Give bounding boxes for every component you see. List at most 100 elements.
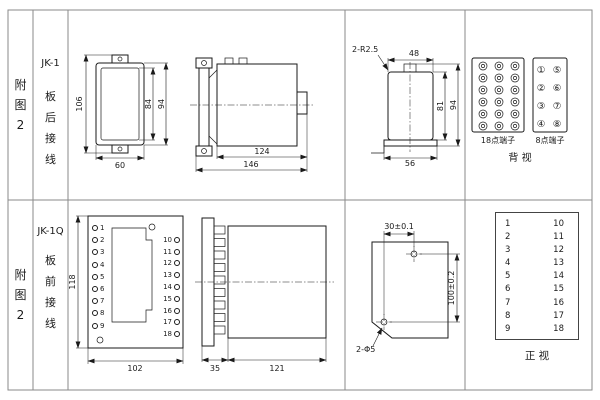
terminal-block-8 — [532, 57, 568, 133]
wiring-label-row1: 板 后 接 线 — [45, 90, 56, 166]
hole-centerlines — [376, 246, 422, 330]
table-number: 2 — [505, 232, 511, 243]
dim-label-panel-width: 102 — [127, 364, 142, 373]
dim-label-hole-pitch-y: 100±0.2 — [447, 271, 456, 306]
extension-lines — [84, 54, 168, 160]
panel-terminal-left: 5 — [92, 271, 110, 283]
row2-panel-front-view: 118 102 — [68, 215, 184, 373]
terminal-screw — [478, 121, 488, 131]
terminal-screw — [481, 112, 485, 116]
case-contour — [111, 227, 153, 323]
terminal-screw — [494, 109, 504, 119]
row1-side-view: 124 146 — [190, 57, 314, 173]
row1-terminal-rear-view: ① ⑤ ② ⑥ ③ ⑦ ④ ⑧ 18点端子 8点端子 背 视 — [471, 57, 568, 164]
terminal-stud — [213, 263, 226, 272]
panel-terminal-right: 13 — [154, 269, 180, 281]
top-stud-1 — [224, 57, 234, 65]
case-inner-outline — [100, 67, 140, 141]
panel-terminal-left: 1 — [92, 222, 110, 234]
terminal-screw — [513, 124, 517, 128]
table-number: 11 — [553, 232, 564, 243]
row2-side-view: 35 121 — [195, 217, 334, 373]
terminal-stud — [213, 250, 226, 260]
callout-leader — [372, 327, 383, 347]
table-number: 16 — [553, 297, 564, 308]
terminal-screw — [494, 121, 504, 131]
terminal-point: ⑤ — [553, 65, 562, 76]
terminal-18-screw-grid — [478, 61, 520, 131]
dim-label-depth-body: 124 — [254, 147, 269, 156]
terminal-screw — [513, 88, 517, 92]
dim-label-height-overall: 106 — [75, 96, 84, 111]
model-label-row2: JK-1Q — [37, 225, 64, 237]
terminal-screw — [497, 88, 501, 92]
terminal-point: ⑥ — [553, 83, 562, 94]
top-stud-2 — [238, 57, 248, 65]
dim-label-body-depth: 121 — [269, 364, 284, 373]
panel-terminal-left: 3 — [92, 246, 110, 258]
model-label-row1: JK-1 — [41, 57, 60, 69]
top-mount-tab — [111, 54, 129, 64]
table-number: 7 — [505, 297, 511, 308]
table-number: 13 — [553, 258, 564, 269]
terminal-point: ① — [537, 65, 546, 76]
terminal-screw — [510, 121, 520, 131]
panel-outline — [87, 215, 184, 349]
terminal-screw — [494, 97, 504, 107]
grid-dividers — [8, 10, 592, 390]
flange-ear-top — [195, 57, 213, 69]
extension-lines — [383, 231, 460, 323]
panel-terminal-right: 10 — [154, 234, 180, 246]
terminal-screw — [510, 61, 520, 71]
terminal-screw — [497, 124, 501, 128]
table-number: 4 — [505, 258, 511, 269]
panel-terminal-right: 18 — [154, 328, 180, 340]
table-number: 10 — [553, 219, 564, 229]
panel-terminal-left: 7 — [92, 295, 110, 307]
dim-label-width-bottom: 56 — [405, 159, 415, 168]
terminal-stud — [213, 288, 226, 297]
rear-view-label: 背 视 — [508, 151, 531, 164]
table-number: 8 — [505, 310, 511, 321]
extension-lines — [383, 58, 460, 160]
terminal-screw — [481, 76, 485, 80]
bezel-taper — [208, 69, 218, 145]
panel-terminal-left: 9 — [92, 320, 110, 332]
ear-hole-bottom — [201, 148, 207, 154]
dim-label-height-outer: 94 — [449, 100, 458, 110]
terminal-screw — [478, 73, 488, 83]
row2-drill-plan: 30±0.1 100±0.2 2-Φ5 — [356, 222, 460, 354]
terminal-screw — [513, 76, 517, 80]
label-8-point-terminal: 8点端子 — [535, 135, 564, 145]
table-number: 15 — [553, 284, 564, 295]
dim-label-height-inner: 81 — [436, 101, 445, 111]
terminal-studs — [213, 225, 226, 335]
terminal-screw — [478, 109, 488, 119]
table-number: 17 — [553, 310, 564, 321]
terminal-screw — [510, 109, 520, 119]
terminal-screw — [481, 124, 485, 128]
ear-hole-top — [201, 60, 207, 66]
dim-label-height-case: 94 — [157, 99, 166, 109]
panel-terminal-right: 14 — [154, 281, 180, 293]
panel-terminal-left: 8 — [92, 307, 110, 319]
front-view-label: 正 视 — [524, 350, 550, 362]
grid-frame — [7, 9, 593, 391]
terminal-screw — [497, 64, 501, 68]
panel-terminal-left: 2 — [92, 234, 110, 246]
bottom-mount-tab — [111, 144, 129, 154]
table-number: 5 — [505, 271, 511, 282]
terminal-stud — [213, 313, 226, 322]
terminal-screw — [497, 76, 501, 80]
terminal-screw — [478, 61, 488, 71]
panel-terminal-right: 15 — [154, 293, 180, 305]
row1-front-view: 106 84 94 60 — [75, 54, 169, 170]
terminal-point: ② — [537, 83, 546, 94]
terminal-screw — [481, 64, 485, 68]
mount-hole-bottom — [96, 336, 104, 344]
wiring-label-row2: 板 前 接 线 — [45, 254, 56, 330]
dim-label-depth-total: 146 — [243, 160, 258, 169]
